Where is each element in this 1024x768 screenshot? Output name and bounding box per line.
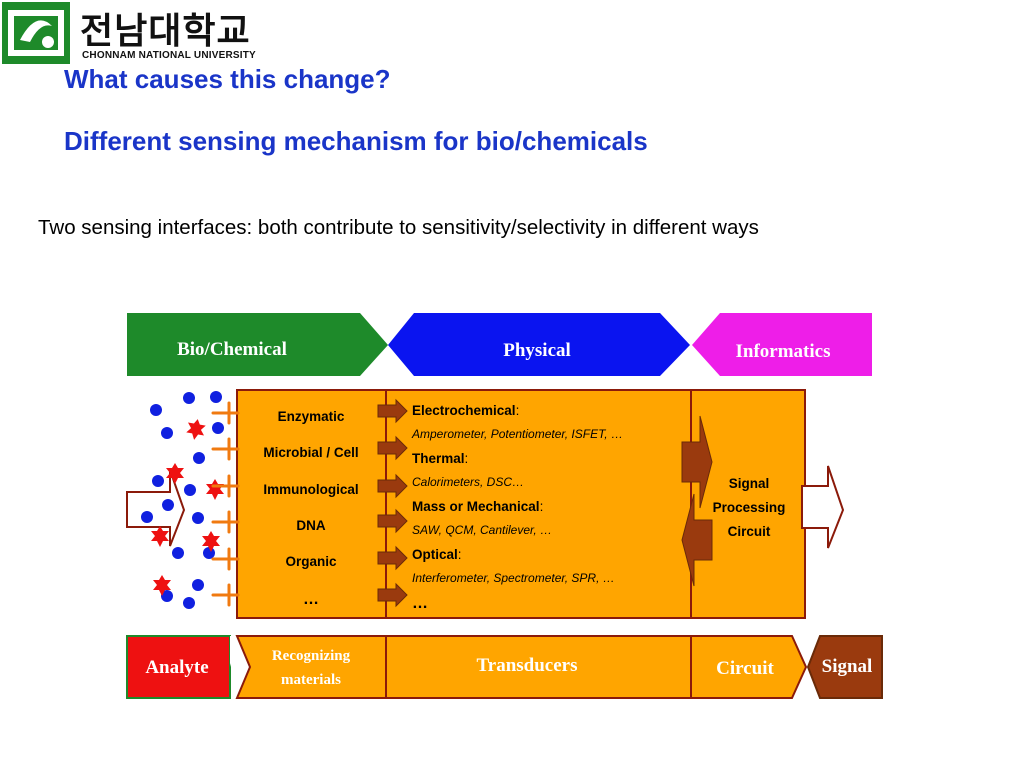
transducer-examples: Interferometer, Spectrometer, SPR, … xyxy=(412,571,615,585)
bottom-signal: Signal xyxy=(806,635,883,699)
coupling-arrow xyxy=(377,398,408,424)
transducer-examples: SAW, QCM, Cantilever, … xyxy=(412,523,552,537)
bottom-signal-text: Signal xyxy=(822,656,873,677)
analyte-dot xyxy=(192,512,204,524)
circuit-label: Signal Processing Circuit xyxy=(713,476,786,539)
bottom-analyte: Analyte xyxy=(126,635,238,699)
bottom-recognizing: Recognizing materials xyxy=(235,635,387,699)
transducer-more: … xyxy=(412,595,428,612)
transducer-name: Optical: xyxy=(412,547,462,562)
transducer-name: Electrochemical: xyxy=(412,403,519,418)
receptor-icon xyxy=(211,583,240,607)
analyte-dot xyxy=(210,391,222,403)
bottom-transducers-text: Transducers xyxy=(477,655,578,676)
receptor-icon xyxy=(211,401,240,425)
top-label-informatics-text: Informatics xyxy=(736,341,831,362)
coupling-arrows xyxy=(377,398,408,608)
svg-text:Circuit: Circuit xyxy=(728,524,771,539)
arrow-from-circuit xyxy=(681,493,713,587)
circuit-arrows xyxy=(681,415,713,587)
receptor-icon xyxy=(211,437,240,461)
bottom-analyte-text: Analyte xyxy=(145,657,208,678)
star-analyte xyxy=(186,419,206,440)
slide-title: What causes this change? xyxy=(64,64,391,94)
receptor-icon xyxy=(211,547,240,571)
slide-heading: Different sensing mechanism for bio/chem… xyxy=(64,126,648,156)
star-analyte xyxy=(166,463,184,484)
svg-text:Processing: Processing xyxy=(713,500,786,515)
arrow-into-circuit xyxy=(681,415,713,509)
analyte-dot xyxy=(162,499,174,511)
output-arrow xyxy=(801,465,845,549)
analyte-dot xyxy=(203,547,215,559)
logo-english-text: CHONNAM NATIONAL UNIVERSITY xyxy=(82,50,256,61)
analyte-dot xyxy=(152,475,164,487)
transducer-examples: Calorimeters, DSC… xyxy=(412,475,524,489)
star-analyte xyxy=(206,479,224,500)
transducer-name: Thermal: xyxy=(412,451,468,466)
logo-korean-text: 전남대학교 xyxy=(80,11,251,52)
analyte-dot xyxy=(150,404,162,416)
star-analyte xyxy=(202,531,220,552)
bottom-recognizing-text-1: Recognizing xyxy=(272,648,351,664)
top-label-physical-text: Physical xyxy=(503,340,571,361)
bottom-circuit-text: Circuit xyxy=(716,658,774,679)
analyte-dot xyxy=(161,427,173,439)
bottom-recognizing-text-2: materials xyxy=(281,672,341,688)
analyte-dot xyxy=(161,590,173,602)
transducer-list: Electrochemical: Amperometer, Potentiome… xyxy=(411,403,623,612)
recognizing-item: DNA xyxy=(296,518,325,533)
analyte-stars xyxy=(151,419,224,596)
analyte-dot xyxy=(193,452,205,464)
star-analyte xyxy=(153,575,171,596)
top-label-bio-text: Bio/Chemical xyxy=(177,339,287,360)
analyte-dot xyxy=(183,597,195,609)
university-logo: 전남대학교 CHONNAM NATIONAL UNIVERSITY xyxy=(0,0,300,66)
top-label-bio-chemical: Bio/Chemical xyxy=(127,313,388,376)
input-arrow xyxy=(126,469,186,547)
receptor-icon xyxy=(211,510,240,534)
coupling-arrow xyxy=(377,435,408,461)
analyte-dot xyxy=(141,511,153,523)
recognizing-item: … xyxy=(303,591,319,608)
analyte-dot xyxy=(172,547,184,559)
coupling-arrow xyxy=(377,508,408,534)
university-emblem-icon xyxy=(2,2,70,64)
recognizing-item: Organic xyxy=(285,554,337,569)
sensor-block xyxy=(236,389,806,619)
recognizing-item: Microbial / Cell xyxy=(263,445,358,460)
recognizing-list: Enzymatic Microbial / Cell Immunological… xyxy=(263,409,358,608)
star-analyte xyxy=(151,526,169,547)
bottom-transducers: Transducers xyxy=(385,635,692,699)
svg-text:Signal: Signal xyxy=(729,476,770,491)
coupling-arrow xyxy=(377,545,408,571)
recognizing-item: Enzymatic xyxy=(278,409,345,424)
analyte-dot xyxy=(192,579,204,591)
analyte-dot xyxy=(212,422,224,434)
transducer-name: Mass or Mechanical: xyxy=(412,499,543,514)
analyte-dot xyxy=(184,484,196,496)
recognizing-item: Immunological xyxy=(263,482,358,497)
bottom-circuit: Circuit xyxy=(690,635,808,699)
transducer-examples: Amperometer, Potentiometer, ISFET, … xyxy=(411,427,623,441)
coupling-arrow xyxy=(377,473,408,499)
receptor-icon xyxy=(211,474,240,498)
coupling-arrow xyxy=(377,582,408,608)
analyte-dot xyxy=(183,392,195,404)
slide-subtitle: Two sensing interfaces: both contribute … xyxy=(38,216,759,239)
top-label-informatics: Informatics xyxy=(692,313,872,376)
receptor-icons xyxy=(211,401,240,607)
top-label-physical: Physical xyxy=(388,313,690,376)
